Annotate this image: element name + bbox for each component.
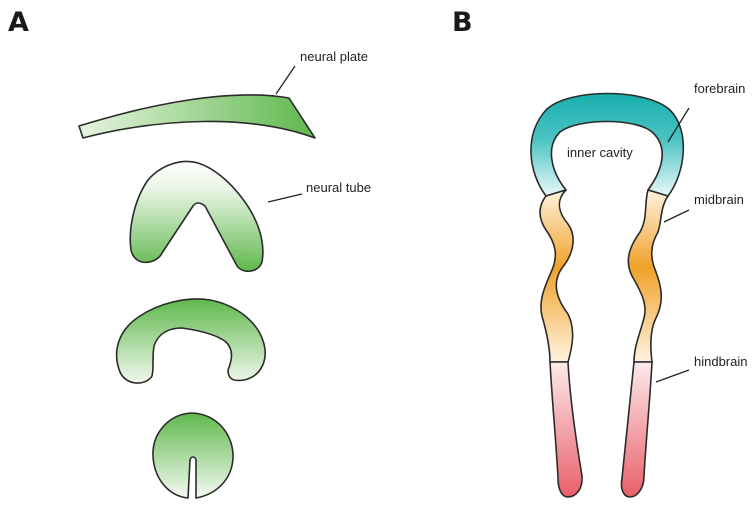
panel-a: neural plate neural tube	[79, 49, 371, 498]
neural-plate-label: neural plate	[300, 49, 368, 64]
hindbrain-label: hindbrain	[694, 354, 748, 369]
inner-cavity-label: inner cavity	[567, 145, 633, 160]
midbrain-right-wall-shape	[628, 190, 668, 362]
neural-tube-label: neural tube	[306, 180, 371, 195]
hindbrain-leader	[656, 370, 689, 382]
hindbrain-left-wall-shape	[550, 362, 582, 497]
panel-b: inner cavity forebrain midbrain hindbrai…	[531, 81, 748, 497]
midbrain-label: midbrain	[694, 192, 744, 207]
closed-neural-tube-shape	[153, 413, 233, 498]
neural-tube-leader	[268, 194, 302, 202]
midbrain-leader	[664, 210, 689, 222]
midbrain-left-wall-shape	[540, 190, 573, 362]
hindbrain-right-wall-shape	[621, 362, 652, 497]
neural-plate-shape	[79, 95, 315, 138]
neural-tube-shape	[130, 162, 263, 272]
panel-letter-a: A	[8, 7, 29, 38]
neural-plate-leader	[276, 66, 295, 94]
neural-groove-shape	[117, 299, 265, 383]
panel-letter-b: B	[452, 7, 473, 38]
forebrain-label: forebrain	[694, 81, 745, 96]
